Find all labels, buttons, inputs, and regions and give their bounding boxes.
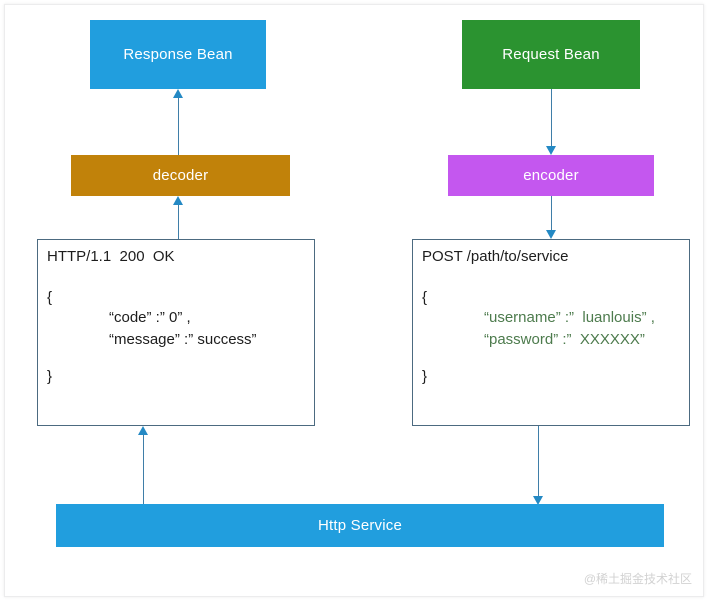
- edge-response-message-to-decoder-arrowhead-icon: [173, 196, 183, 205]
- response-message-box: HTTP/1.1 200 OK { “code” :” 0” , “messag…: [37, 239, 315, 426]
- request-json-body: “username” :” luanlouis” , “password” :”…: [484, 309, 655, 348]
- edge-request-message-to-http-service-arrowhead-icon: [533, 496, 543, 505]
- node-http-service[interactable]: Http Service: [56, 504, 664, 547]
- node-response-bean[interactable]: Response Bean: [90, 20, 266, 89]
- edge-response-message-to-decoder-line: [178, 205, 179, 240]
- node-decoder[interactable]: decoder: [71, 155, 290, 196]
- request-brace-open: {: [422, 289, 428, 306]
- edge-http-service-to-response-message-arrowhead-icon: [138, 426, 148, 435]
- edge-decoder-to-response-bean-line: [178, 98, 179, 156]
- watermark: @稀土掘金技术社区: [583, 572, 692, 586]
- response-json-body: “code” :” 0” , “message” :” success”: [109, 309, 257, 348]
- response-status-line: HTTP/1.1 200 OK: [47, 248, 175, 265]
- request-start-line: POST /path/to/service: [422, 248, 569, 265]
- request-message-box: POST /path/to/service { “username” :” lu…: [412, 239, 690, 426]
- response-brace-close: }: [47, 368, 53, 385]
- edge-encoder-to-request-message-line: [551, 196, 552, 230]
- edge-decoder-to-response-bean-arrowhead-icon: [173, 89, 183, 98]
- edge-http-service-to-response-message-line: [143, 435, 144, 505]
- request-brace-close: }: [422, 368, 428, 385]
- node-request-bean[interactable]: Request Bean: [462, 20, 640, 89]
- response-brace-open: {: [47, 289, 53, 306]
- edge-request-bean-to-encoder-arrowhead-icon: [546, 146, 556, 155]
- edge-request-bean-to-encoder-line: [551, 89, 552, 146]
- node-encoder[interactable]: encoder: [448, 155, 654, 196]
- edge-request-message-to-http-service-line: [538, 426, 539, 496]
- edge-encoder-to-request-message-arrowhead-icon: [546, 230, 556, 239]
